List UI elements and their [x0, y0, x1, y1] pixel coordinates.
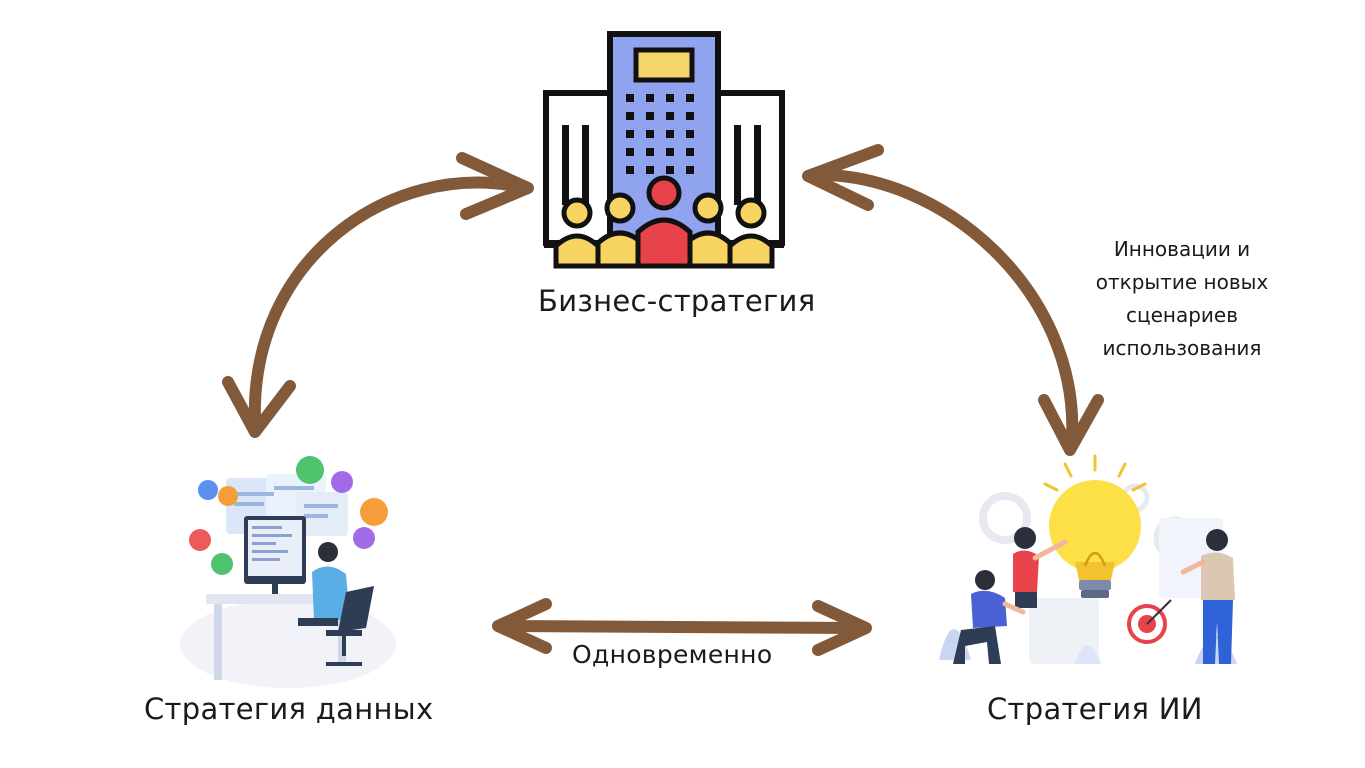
arrow-data-ai [492, 598, 872, 656]
simultaneous-label: Одновременно [572, 640, 773, 669]
arrow-business-ai [802, 144, 1104, 456]
innovation-note-line-3: сценариев [1125, 303, 1239, 327]
arrow-business-data [222, 152, 534, 438]
developer-workstation-illustration [180, 456, 396, 688]
business-strategy-label: Бизнес-стратегия [538, 284, 816, 318]
lightbulb-innovation-team-illustration [939, 454, 1237, 664]
office-building-team-icon [543, 31, 785, 269]
data-strategy-label: Стратегия данных [144, 692, 434, 726]
innovation-note-line-4: использования [1102, 336, 1262, 360]
innovation-note: Инновации и открытие новых сценариев исп… [1062, 233, 1302, 365]
innovation-note-line-2: открытие новых [1095, 270, 1269, 294]
ai-strategy-label: Стратегия ИИ [987, 692, 1203, 726]
innovation-note-line-1: Инновации и [1113, 237, 1251, 261]
